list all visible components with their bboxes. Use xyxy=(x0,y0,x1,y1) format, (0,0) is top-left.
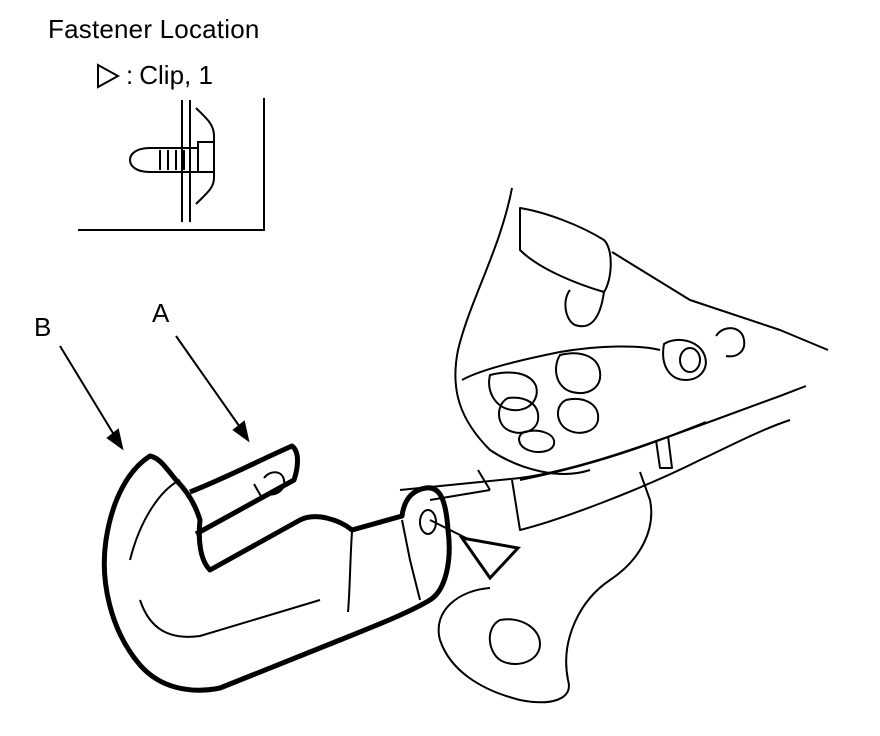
callout-b-arrow xyxy=(60,346,122,448)
fastener-legend: : Clip, 1 xyxy=(96,60,213,91)
legend-label: Clip, 1 xyxy=(139,60,213,90)
clip-triangle-icon xyxy=(96,63,120,89)
clip-detail-inset xyxy=(78,98,264,230)
cover-part xyxy=(104,446,449,690)
callout-b-label: B xyxy=(34,312,52,342)
diagram-title: Fastener Location xyxy=(48,14,260,44)
mount-bracket-assembly xyxy=(400,188,828,702)
legend-separator: : xyxy=(126,60,134,90)
cover-a-outline xyxy=(190,446,298,534)
callout-a-label: A xyxy=(152,298,170,328)
callout-a-arrow xyxy=(176,336,248,440)
clip-location-marker xyxy=(462,538,518,578)
